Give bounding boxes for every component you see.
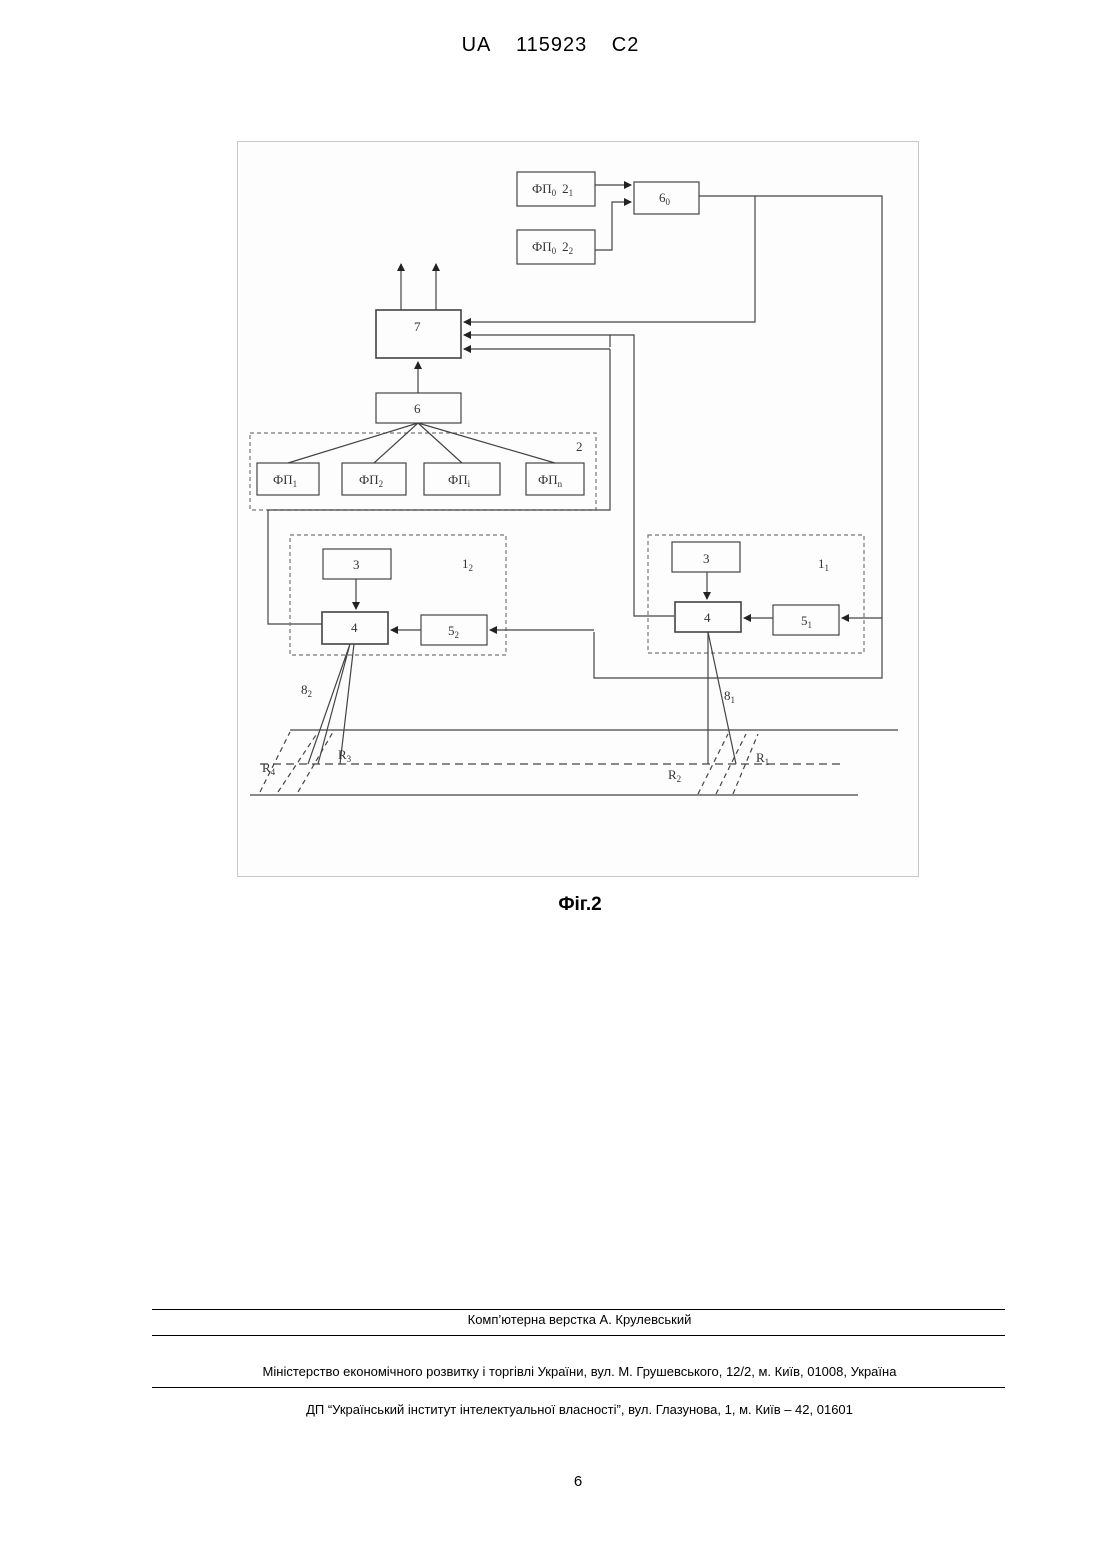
block-3-left-label: 3 [353, 557, 360, 572]
group-2-label: 2 [576, 439, 583, 454]
ministry-address: Міністерство економічного розвитку і тор… [0, 1364, 1101, 1379]
block-3-right-label: 3 [703, 551, 710, 566]
patent-country: UA [462, 34, 492, 56]
patent-kind: C2 [612, 34, 640, 56]
footer-divider-1 [152, 1309, 1005, 1310]
r4-label: R4 [262, 760, 276, 777]
block-diagram: ФП021 ФП022 60 7 6 2 ФП1 ФП2 ФПi ФПn 12 … [238, 142, 918, 876]
unit-1-2-label: 12 [462, 556, 473, 573]
well-8-2-label: 82 [301, 682, 312, 699]
footer-divider-3 [152, 1387, 1005, 1388]
block-7-label: 7 [414, 319, 421, 334]
block-5-1-label: 51 [801, 613, 812, 630]
unit-1-1-label: 11 [818, 556, 829, 573]
page-number: 6 [0, 1473, 1101, 1490]
block-7 [376, 310, 461, 358]
footer-divider-2 [152, 1335, 1005, 1336]
institute-address: ДП “Український інститут інтелектуальної… [0, 1402, 1101, 1417]
r1-label: R1 [756, 750, 769, 767]
fpi-label: ФПi [448, 472, 471, 489]
patent-header: UA 115923 C2 [0, 34, 1101, 57]
block-6-0-label: 60 [659, 190, 671, 207]
r3-label: R3 [338, 747, 352, 764]
fpn-label: ФПn [538, 472, 563, 489]
patent-number: 115923 [516, 34, 587, 56]
well-8-1-label: 81 [724, 688, 735, 705]
fp0-label-2: ФП022 [532, 239, 573, 256]
block-4-left-label: 4 [351, 620, 358, 635]
block-6-label: 6 [414, 401, 421, 416]
fp2-label: ФП2 [359, 472, 383, 489]
fp1-label: ФП1 [273, 472, 297, 489]
figure-caption: Фіг.2 [0, 894, 1101, 916]
layout-credit: Комп’ютерна верстка А. Крулевський [0, 1312, 1101, 1327]
r2-label: R2 [668, 767, 681, 784]
block-5-2-label: 52 [448, 623, 459, 640]
block-diagram-figure: ФП021 ФП022 60 7 6 2 ФП1 ФП2 ФПi ФПn 12 … [237, 141, 919, 877]
fp0-label-1: ФП021 [532, 181, 573, 198]
block-4-right-label: 4 [704, 610, 711, 625]
